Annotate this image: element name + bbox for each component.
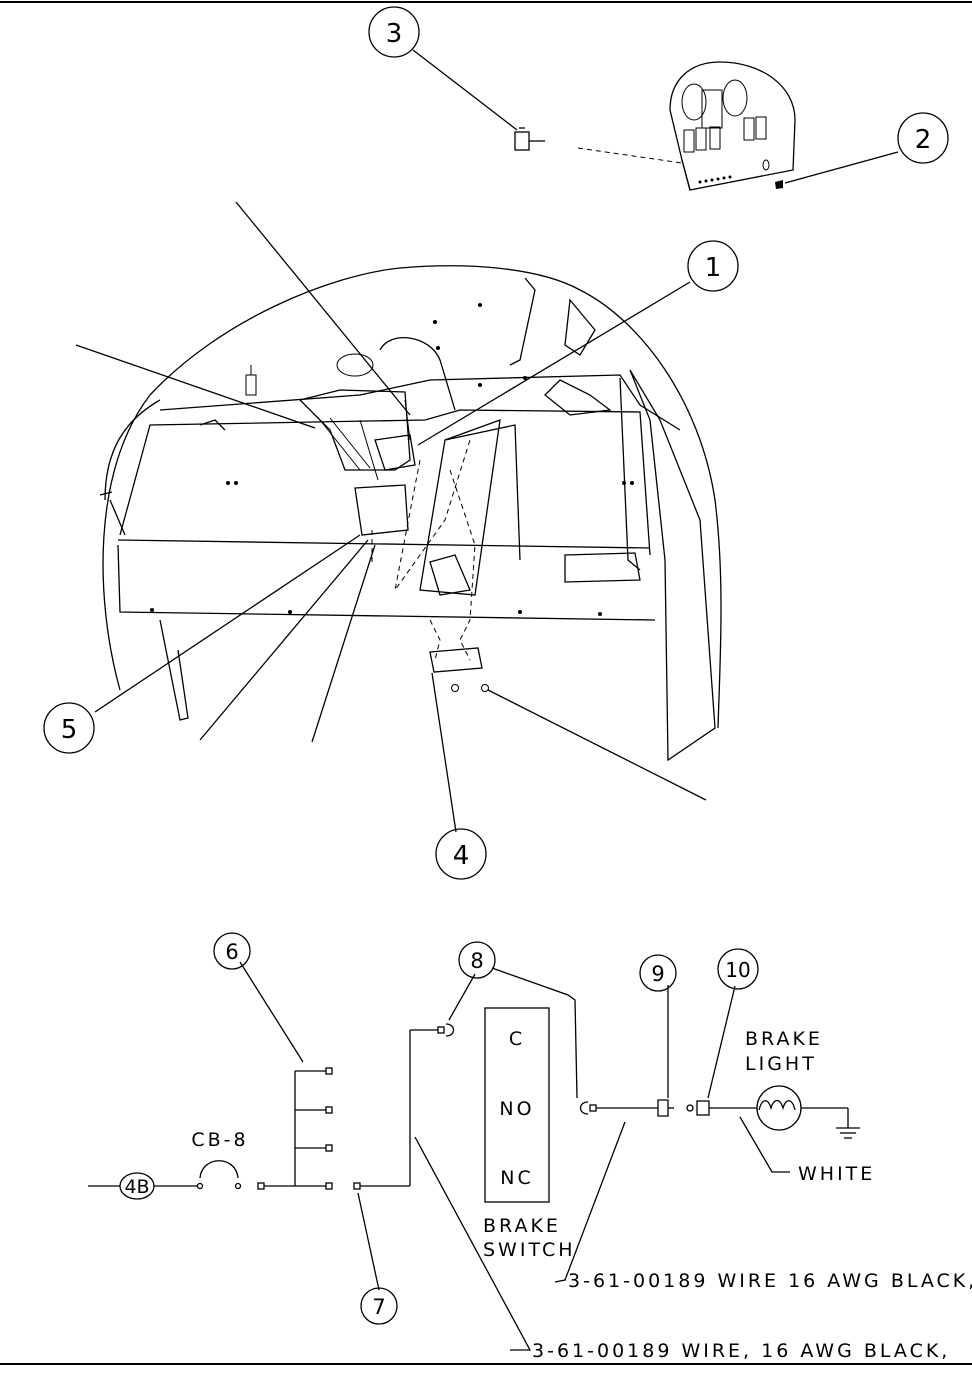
upper-tab (544, 379, 612, 416)
fender-outline (102, 265, 722, 729)
panel-outline (669, 61, 796, 191)
callout-1: 1 (687, 240, 739, 292)
hole (630, 481, 634, 485)
channel-opening (429, 554, 471, 596)
floor-front-face (117, 544, 656, 621)
floor-panel (119, 409, 651, 556)
hole (288, 610, 292, 614)
svg-text:4B: 4B (124, 1176, 149, 1198)
hole (622, 481, 626, 485)
gauge-left (681, 83, 707, 121)
callout-5: 5 (43, 702, 95, 754)
center-channel (419, 419, 501, 596)
right-inner-edge (619, 377, 641, 571)
rod (359, 419, 379, 481)
hole (518, 610, 522, 614)
stud (404, 399, 411, 441)
svg-text:9: 9 (651, 962, 664, 986)
svg-text:LIGHT: LIGHT (745, 1053, 817, 1075)
leader-lines-top (75, 49, 899, 833)
svg-text:8: 8 (470, 949, 483, 973)
svg-text:BRAKE: BRAKE (483, 1215, 561, 1237)
deck-top-edge (159, 374, 681, 431)
floor-slot (564, 552, 641, 583)
brake-light-symbol: BRAKE LIGHT (745, 1028, 823, 1131)
hole (478, 303, 482, 307)
svg-text:7: 7 (372, 1295, 385, 1319)
lever-stub (245, 374, 257, 396)
exploded-dashed-paths (371, 439, 476, 661)
hole (478, 383, 482, 387)
rib (199, 419, 226, 431)
toggle-switch-3 (514, 127, 683, 164)
floor-front-edge (117, 539, 651, 549)
screw-2 (775, 180, 783, 189)
hole (523, 376, 527, 380)
ground-symbol (836, 1108, 860, 1139)
light-panel (669, 61, 796, 191)
left-fender-lower (159, 619, 189, 721)
svg-text:CB-8: CB-8 (191, 1129, 248, 1151)
brake-switch-bracket (298, 389, 416, 536)
upper-arch (379, 337, 456, 411)
hole (433, 320, 437, 324)
floor-left-edge (109, 499, 126, 536)
wiring-schematic: 4B CB-8 C NO NC B (88, 932, 972, 1362)
svg-text:BRAKE: BRAKE (745, 1028, 823, 1050)
callout-4: 4 (435, 828, 487, 880)
channel-side (444, 424, 521, 561)
svg-text:1: 1 (705, 253, 722, 283)
svg-text:6: 6 (225, 940, 238, 964)
gauge-right (722, 79, 748, 117)
callout-7: 7 (360, 1287, 398, 1325)
hole (598, 612, 602, 616)
callout-6: 6 (213, 932, 251, 970)
bracket-lower (354, 484, 409, 536)
panel-hole-row (698, 175, 732, 184)
callout-9: 9 (639, 954, 677, 992)
svg-text:C: C (509, 1028, 525, 1050)
svg-text:2: 2 (915, 125, 932, 155)
svg-text:3-61-00189 WIRE, 16 AWG BLACK,: 3-61-00189 WIRE, 16 AWG BLACK, (532, 1340, 950, 1362)
brake-switch-symbol: C NO NC BRAKE SWITCH (483, 1007, 576, 1261)
callout-4b: 4B (119, 1172, 155, 1200)
rod (329, 417, 371, 469)
circuit-breaker-cb8: CB-8 (191, 1129, 248, 1190)
svg-text:4: 4 (453, 841, 470, 871)
gusset-right (564, 298, 596, 356)
callout-8: 8 (458, 941, 496, 979)
panel-center-window (701, 89, 723, 129)
mounting-plate-4 (429, 647, 489, 692)
hole (226, 481, 230, 485)
floor-deck-assembly (99, 265, 722, 762)
callout-10: 10 (717, 948, 759, 990)
gusset-left (509, 277, 536, 366)
svg-text:WHITE: WHITE (798, 1163, 875, 1185)
svg-text:NC: NC (500, 1167, 533, 1189)
rib (99, 491, 113, 496)
svg-text:10: 10 (725, 958, 750, 982)
bracket-plate (298, 389, 411, 471)
hole (150, 608, 154, 612)
svg-text:SWITCH: SWITCH (483, 1239, 576, 1261)
rod (319, 419, 361, 471)
svg-text:5: 5 (61, 715, 78, 745)
right-side-panel (629, 369, 716, 762)
oval-hole (336, 353, 374, 377)
svg-text:NO: NO (499, 1098, 534, 1120)
callout-3: 3 (368, 6, 420, 58)
switch-body (374, 434, 416, 471)
svg-text:3-61-00189 WIRE 16 AWG BLACK,: 3-61-00189 WIRE 16 AWG BLACK, (568, 1270, 972, 1292)
hole (436, 346, 440, 350)
callout-2: 2 (897, 112, 949, 164)
fender-inner-left (104, 399, 161, 501)
hole (234, 481, 238, 485)
svg-text:3: 3 (386, 19, 403, 49)
